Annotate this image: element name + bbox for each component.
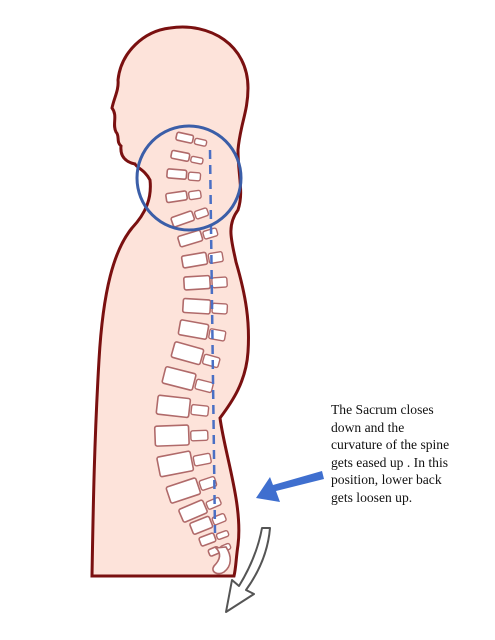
- vertebra: [166, 168, 202, 182]
- curved-arrow-icon: [225, 527, 271, 613]
- spine: [153, 131, 232, 575]
- vertebra: [161, 365, 214, 394]
- vertebra: [153, 424, 209, 447]
- vertebra: [198, 529, 230, 547]
- vertebra: [170, 341, 221, 369]
- vertebra: [175, 131, 208, 147]
- vertebra: [170, 149, 204, 165]
- vertebra: [189, 512, 227, 535]
- vertebra: [177, 227, 219, 248]
- annotation-text: The Sacrum closes down and the curvature…: [331, 402, 450, 505]
- plumb-line: [208, 149, 217, 534]
- vertebra: [155, 394, 210, 419]
- body-silhouette: [90, 25, 250, 578]
- neck-highlight-circle: [135, 124, 243, 232]
- vertebra: [156, 450, 212, 478]
- coccyx: [212, 546, 232, 575]
- vertebra: [182, 274, 228, 291]
- pointer-arrow-icon: [256, 471, 324, 502]
- vertebra: [165, 189, 202, 204]
- vertebra: [170, 207, 210, 228]
